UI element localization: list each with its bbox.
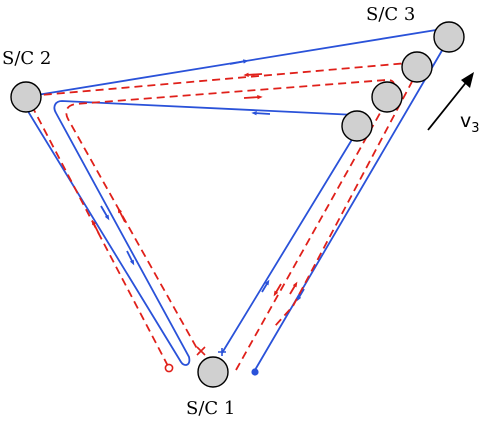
blue-start-dot bbox=[251, 368, 259, 376]
red-arrow-right-outer bbox=[289, 281, 298, 295]
blue-arrow-right-inner bbox=[261, 279, 270, 293]
spacecraft-3-position-d bbox=[341, 110, 373, 142]
spacecraft-2 bbox=[10, 81, 42, 113]
sc2-label: S/C 2 bbox=[2, 48, 51, 69]
spacecraft-3-position-b bbox=[401, 51, 433, 83]
red-start-circle bbox=[164, 363, 174, 373]
blue-arrow-inner-top bbox=[251, 111, 271, 116]
blue-path-outer-leg bbox=[26, 28, 450, 371]
spacecraft-3-position-a bbox=[433, 21, 465, 53]
velocity-label: v3 bbox=[460, 110, 480, 136]
velocity-symbol: v bbox=[460, 110, 471, 132]
blue-arrow-left-outer bbox=[100, 205, 110, 221]
blue-arrow-top bbox=[229, 59, 249, 65]
spacecraft-3-position-c bbox=[371, 81, 403, 113]
spacecraft-1 bbox=[197, 356, 229, 388]
red-arrow-top-inner bbox=[243, 95, 263, 100]
velocity-arrow bbox=[427, 79, 469, 131]
red-arrow-left-inner bbox=[117, 207, 126, 223]
red-arrow-top-outer bbox=[243, 72, 263, 77]
red-end-cross bbox=[196, 346, 206, 356]
sc1-label: S/C 1 bbox=[186, 398, 235, 419]
red-arrow-right-middle bbox=[273, 283, 282, 297]
velocity-arrowhead bbox=[461, 72, 474, 88]
velocity-subscript: 3 bbox=[471, 121, 479, 136]
blue-end-cross bbox=[218, 348, 226, 356]
red-arrow-left-outer bbox=[91, 219, 100, 235]
blue-arrow-left-inner bbox=[126, 250, 135, 266]
blue-arrow-right-outer bbox=[296, 288, 305, 302]
sc3-label: S/C 3 bbox=[366, 4, 415, 25]
